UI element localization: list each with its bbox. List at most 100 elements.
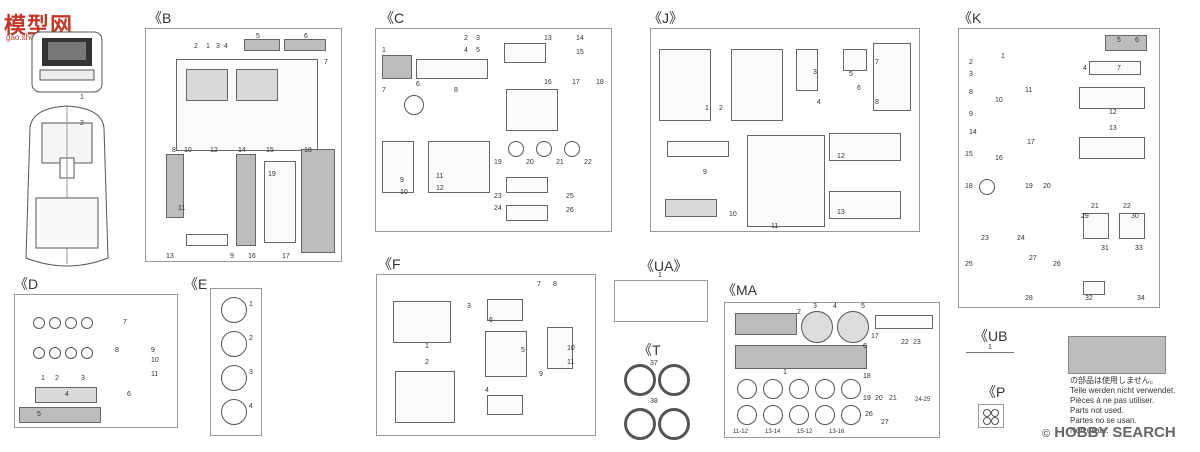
part-number: 33 bbox=[1135, 245, 1143, 252]
part-number: 15 bbox=[266, 147, 274, 154]
sprue-f-part bbox=[393, 301, 451, 343]
sprue-k-part bbox=[979, 179, 995, 195]
part-number: 25 bbox=[566, 193, 574, 200]
part-number: 4 bbox=[464, 47, 468, 54]
part-number: 1 bbox=[658, 272, 662, 279]
part-number: 10 bbox=[151, 357, 159, 364]
part-number: 13-16 bbox=[829, 429, 845, 435]
part-number: 9 bbox=[151, 347, 155, 354]
sprue-ua bbox=[614, 280, 708, 322]
sprue-f-part bbox=[547, 327, 573, 369]
part-number: 17 bbox=[1027, 139, 1035, 146]
sprue-ma-part bbox=[737, 379, 757, 399]
sprue-e-wheel bbox=[221, 331, 247, 357]
part-number: 3 bbox=[813, 69, 817, 76]
sprue-b-part bbox=[244, 39, 280, 51]
sprue-b-part bbox=[236, 69, 278, 101]
part-number: 9 bbox=[539, 371, 543, 378]
part-number: 20 bbox=[526, 159, 534, 166]
part-number: 4 bbox=[817, 99, 821, 106]
part-number: 17 bbox=[282, 253, 290, 260]
note-de: Teile werden nicht verwendet. bbox=[1070, 386, 1176, 395]
sprue-j-part bbox=[829, 191, 901, 219]
part-number: 37 bbox=[650, 360, 658, 367]
sprue-b-part bbox=[301, 149, 335, 253]
part-number: 28 bbox=[1025, 295, 1033, 302]
part-number: 11 bbox=[151, 371, 159, 378]
part-number: 27 bbox=[881, 419, 889, 426]
sprue-k-part bbox=[1079, 87, 1145, 109]
part-number: 13-14 bbox=[765, 429, 781, 435]
part-number: 2 bbox=[425, 359, 429, 366]
part-number: 14 bbox=[576, 35, 584, 42]
part-number: 5 bbox=[1117, 37, 1121, 44]
part-number: 19 bbox=[268, 171, 276, 178]
part-number: 2 bbox=[969, 59, 973, 66]
part-number: 5 bbox=[521, 347, 525, 354]
sprue-p-part bbox=[983, 417, 991, 425]
part-number: 10 bbox=[184, 147, 192, 154]
part-number: 15 bbox=[576, 49, 584, 56]
part-number: 12 bbox=[837, 153, 845, 160]
part-number: 8 bbox=[454, 87, 458, 94]
sprue-t-tire bbox=[658, 364, 690, 396]
sprue-t-tire bbox=[624, 408, 656, 440]
part-number: 5 bbox=[861, 303, 865, 310]
part-number: 10 bbox=[729, 211, 737, 218]
part-number: 1 bbox=[425, 343, 429, 350]
sprue-c-part bbox=[506, 205, 548, 221]
sprue-d-part bbox=[49, 347, 61, 359]
part-number: 25 bbox=[965, 261, 973, 268]
part-number: 24 bbox=[494, 205, 502, 212]
part-number: 31 bbox=[1101, 245, 1109, 252]
hobbysearch-watermark: © HOBBY SEARCH bbox=[1042, 424, 1176, 441]
part-number: 1 bbox=[206, 43, 210, 50]
part-number: 14 bbox=[238, 147, 246, 154]
sprue-b-part bbox=[264, 161, 296, 243]
part-number: 3 bbox=[216, 43, 220, 50]
sprue-b-part bbox=[236, 154, 256, 246]
part-number: 6 bbox=[416, 81, 420, 88]
sprue-label-j: 《J》 bbox=[648, 10, 683, 26]
part-number: 17 bbox=[871, 333, 879, 340]
sprue-d-part bbox=[49, 317, 61, 329]
note-fr: Pièces à ne pas utiliser. bbox=[1070, 396, 1155, 405]
part-number: 1 bbox=[1001, 53, 1005, 60]
part-number: 26 bbox=[566, 207, 574, 214]
part-number: 4 bbox=[224, 43, 228, 50]
part-number: 1 bbox=[41, 375, 45, 382]
part-number: 4 bbox=[65, 391, 69, 398]
part-number: 7 bbox=[123, 319, 127, 326]
sprue-c: 1 2 3 4 5 6 7 8 9 10 11 12 13 14 15 16 1… bbox=[375, 28, 612, 232]
part-number: 11 bbox=[567, 359, 575, 366]
sprue-d-part bbox=[81, 317, 93, 329]
sprue-b-part bbox=[186, 69, 228, 101]
part-number: 7 bbox=[324, 59, 328, 66]
part-number: 23 bbox=[981, 235, 989, 242]
part-number: 12 bbox=[210, 147, 218, 154]
part-number: 20 bbox=[1043, 183, 1051, 190]
note-it: Partes no se usan. bbox=[1070, 416, 1137, 425]
part-number: 22 bbox=[584, 159, 592, 166]
sprue-ma-part bbox=[763, 379, 783, 399]
sprue-ma-part bbox=[789, 405, 809, 425]
part-number: 19 bbox=[1025, 183, 1033, 190]
part-number: 4 bbox=[249, 403, 253, 410]
part-number: 2 bbox=[249, 335, 253, 342]
sprue-e-wheel bbox=[221, 365, 247, 391]
sprue-k-part bbox=[1079, 137, 1145, 159]
sprue-b-part bbox=[284, 39, 326, 51]
part-number: 11 bbox=[1025, 87, 1033, 94]
sprue-e: 1 2 3 4 bbox=[210, 288, 262, 436]
part-number: 16 bbox=[995, 155, 1003, 162]
part-number: 1 bbox=[249, 301, 253, 308]
sprue-ma-part bbox=[763, 405, 783, 425]
part-number: 6 bbox=[863, 343, 867, 350]
part-number: 8 bbox=[875, 99, 879, 106]
sprue-j-part bbox=[665, 199, 717, 217]
sprue-p-part bbox=[991, 409, 999, 417]
part-number: 26 bbox=[865, 411, 873, 418]
part-number: 20 bbox=[875, 395, 883, 402]
sprue-k-part bbox=[1083, 213, 1109, 239]
part-number: 8 bbox=[115, 347, 119, 354]
